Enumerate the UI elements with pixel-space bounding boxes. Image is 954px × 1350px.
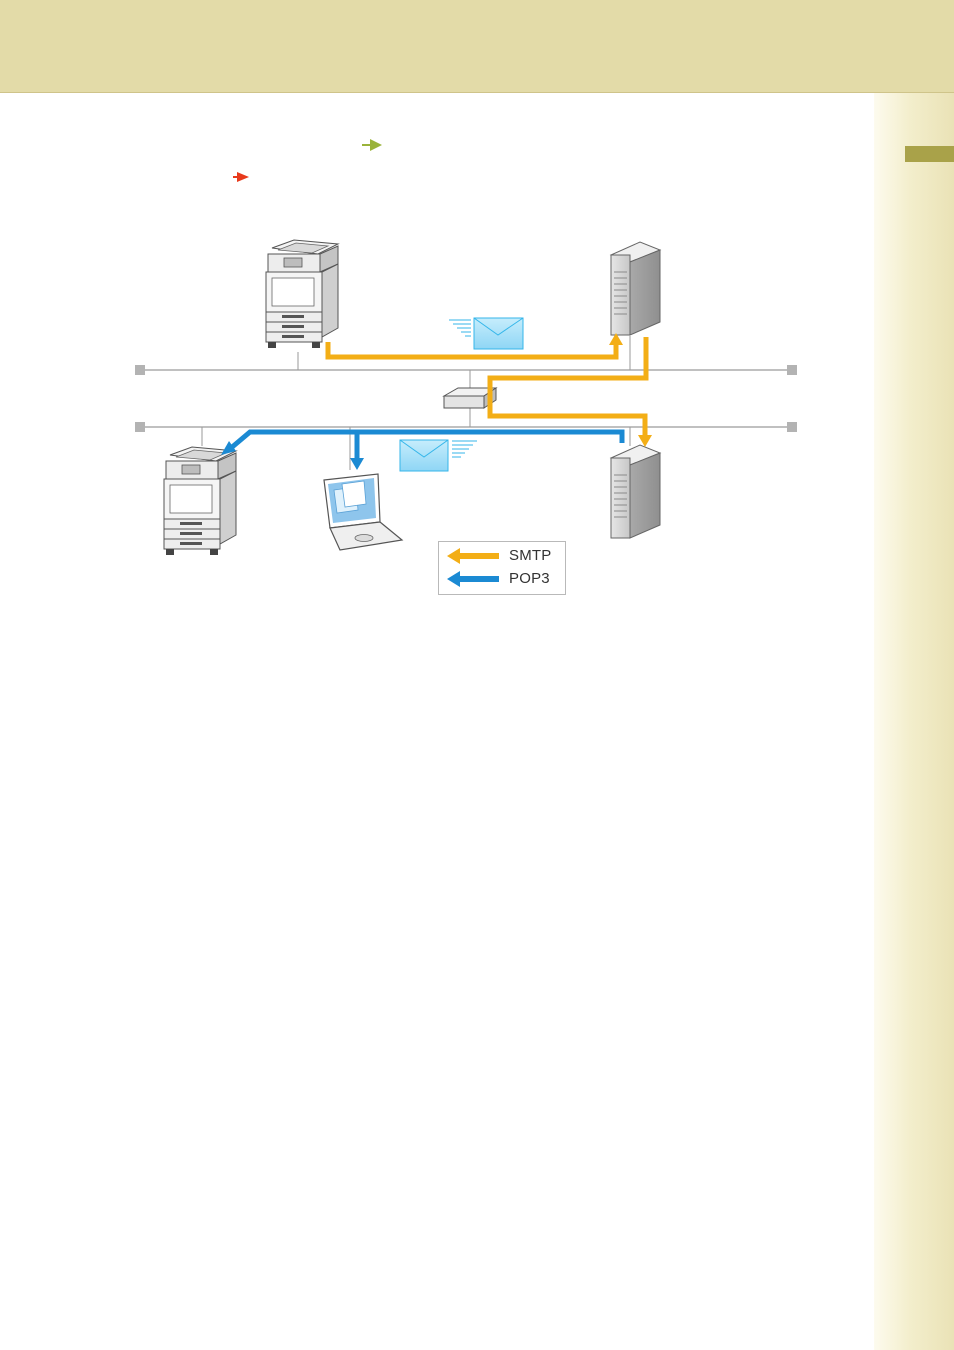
red-arrow-marker-icon (233, 172, 251, 182)
server-tower-icon (611, 445, 660, 538)
side-margin-strip (874, 93, 954, 1350)
multifunction-printer-icon (266, 240, 338, 348)
header-band (0, 0, 954, 93)
email-envelope-icon (449, 318, 523, 349)
chapter-tab (905, 146, 954, 162)
green-arrow-marker-icon (362, 139, 384, 151)
laptop-icon (324, 474, 402, 550)
server-tower-icon (611, 242, 660, 335)
legend-label-smtp: SMTP (509, 547, 551, 564)
email-envelope-icon (400, 440, 477, 471)
email-network-diagram (0, 200, 874, 620)
smtp-arrow-icon (447, 548, 503, 564)
protocol-legend: SMTP POP3 (438, 541, 566, 595)
network-segment-upper (135, 336, 797, 388)
pop3-arrow-icon (447, 571, 503, 587)
multifunction-printer-icon (164, 447, 236, 555)
legend-label-pop3: POP3 (509, 570, 550, 587)
